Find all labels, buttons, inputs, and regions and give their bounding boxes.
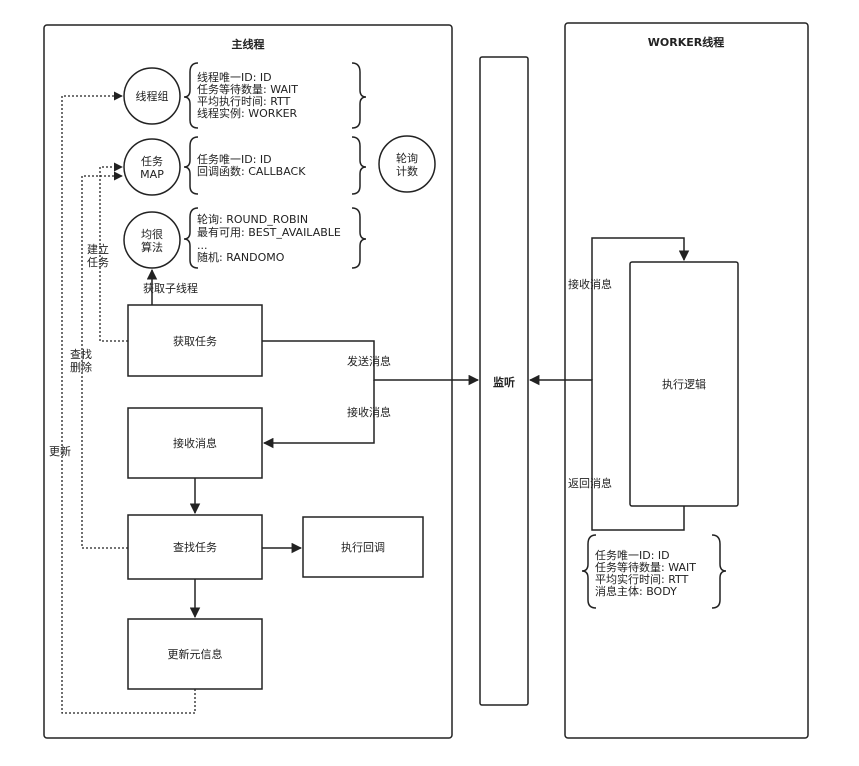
find-task-box (127, 514, 263, 580)
task-map-circle (123, 138, 181, 196)
left-brace (183, 62, 199, 129)
find-task-label: 查找任务 (173, 540, 217, 554)
receive-msg-label: 接收消息 (173, 436, 217, 450)
receive-label: 接收消息 (347, 405, 391, 419)
poll-counter-label: 计数 (396, 165, 418, 178)
exec-callback-label: 执行回调 (341, 540, 385, 554)
update-meta-box (127, 618, 263, 690)
send-label: 发送消息 (347, 354, 391, 368)
balancer-prop: 轮询: ROUND_ROBIN (197, 212, 308, 226)
create-task-dotted-arrow (99, 162, 128, 342)
exec-callback-box (302, 516, 424, 578)
main-thread-title: 主线程 (232, 37, 265, 51)
worker-return-arrow (528, 374, 685, 531)
receive-msg-box (127, 407, 263, 479)
worker-receive-label: 接收消息 (568, 277, 612, 291)
right-brace (351, 62, 367, 129)
balancer-prop: ... (197, 239, 208, 252)
thread-group-circle (123, 67, 181, 125)
right-brace (351, 207, 367, 269)
poll-counter-label: 轮询 (396, 151, 418, 165)
task-map-label: 任务 (141, 155, 163, 168)
balancer-prop: 随机: RANDOMO (197, 250, 285, 264)
right-brace (351, 136, 367, 195)
listener-box (479, 56, 529, 706)
listener-label: 监听 (493, 375, 515, 389)
right-brace (711, 534, 727, 609)
thread-group-prop: 线程实例: WORKER (197, 106, 298, 120)
find-delete-dotted-arrow (81, 171, 128, 549)
worker-receive-arrow (591, 237, 690, 380)
left-brace (183, 136, 199, 195)
thread-group-prop: 平均执行时间: RTT (197, 94, 291, 108)
get-child-thread-label: 获取子线程 (143, 281, 198, 295)
thread-group-prop: 线程唯一ID: ID (197, 70, 272, 84)
poll-counter-circle (378, 135, 436, 193)
worker-msg-prop: 消息主体: BODY (595, 584, 677, 598)
worker-msg-prop: 任务唯一ID: ID (595, 549, 670, 562)
worker-return-label: 返回消息 (568, 476, 612, 490)
get-task-label: 获取任务 (173, 335, 217, 348)
update-dotted-arrow (61, 91, 196, 714)
thread-group-label: 线程组 (136, 89, 169, 103)
send-msg-arrow (262, 340, 480, 386)
thread-group-prop: 任务等待数量: WAIT (197, 82, 298, 96)
receive-msg-arrow (262, 380, 375, 449)
exec-logic-label: 执行逻辑 (662, 377, 706, 391)
task-map-prop: 任务唯一ID: ID (197, 153, 272, 166)
create-task-label: 建立 (87, 242, 109, 256)
update-meta-label: 更新元信息 (168, 647, 223, 661)
worker-thread-title: WORKER线程 (648, 35, 724, 49)
task-map-prop: 回调函数: CALLBACK (197, 165, 306, 178)
worker-msg-prop: 平均实行时间: RTT (595, 572, 689, 586)
create-task-label: 任务 (87, 256, 109, 269)
left-brace (581, 534, 597, 609)
balancer-circle (123, 211, 181, 269)
task-map-label: MAP (140, 168, 164, 181)
worker-msg-prop: 任务等待数量: WAIT (595, 560, 696, 574)
left-brace (183, 207, 199, 269)
find-delete-label: 查找 (70, 347, 92, 361)
balancer-label: 算法 (141, 240, 163, 254)
balancer-label: 均很 (141, 227, 163, 241)
balancer-prop: 最有可用: BEST_AVAILABLE (197, 225, 341, 239)
find-delete-label: 删除 (70, 360, 92, 374)
update-label: 更新 (49, 444, 71, 458)
